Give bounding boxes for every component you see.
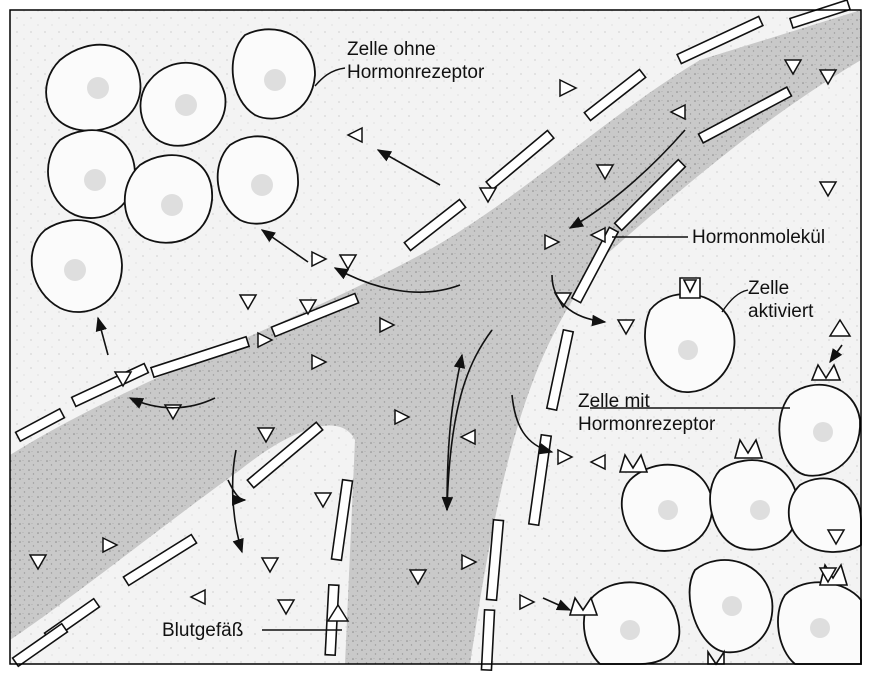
- label-line: Zelle ohne: [347, 38, 484, 61]
- label-blood-vessel: Blutgefäß: [162, 619, 243, 642]
- vessel-wall-segment: [481, 610, 494, 670]
- label-line: Zelle mit: [578, 390, 715, 413]
- label-line: Zelle: [748, 277, 813, 300]
- label-line: aktiviert: [748, 300, 813, 323]
- label-line: Hormonrezeptor: [347, 61, 484, 84]
- label-cell-activated: Zelle aktiviert: [748, 277, 813, 323]
- label-line: Hormonmolekül: [692, 226, 825, 249]
- label-line: Hormonrezeptor: [578, 413, 715, 436]
- label-cell-with-receptor: Zelle mit Hormonrezeptor: [578, 390, 715, 436]
- label-hormone-molecule: Hormonmolekül: [692, 226, 825, 249]
- label-line: Blutgefäß: [162, 619, 243, 642]
- label-cell-without-receptor: Zelle ohne Hormonrezeptor: [347, 38, 484, 84]
